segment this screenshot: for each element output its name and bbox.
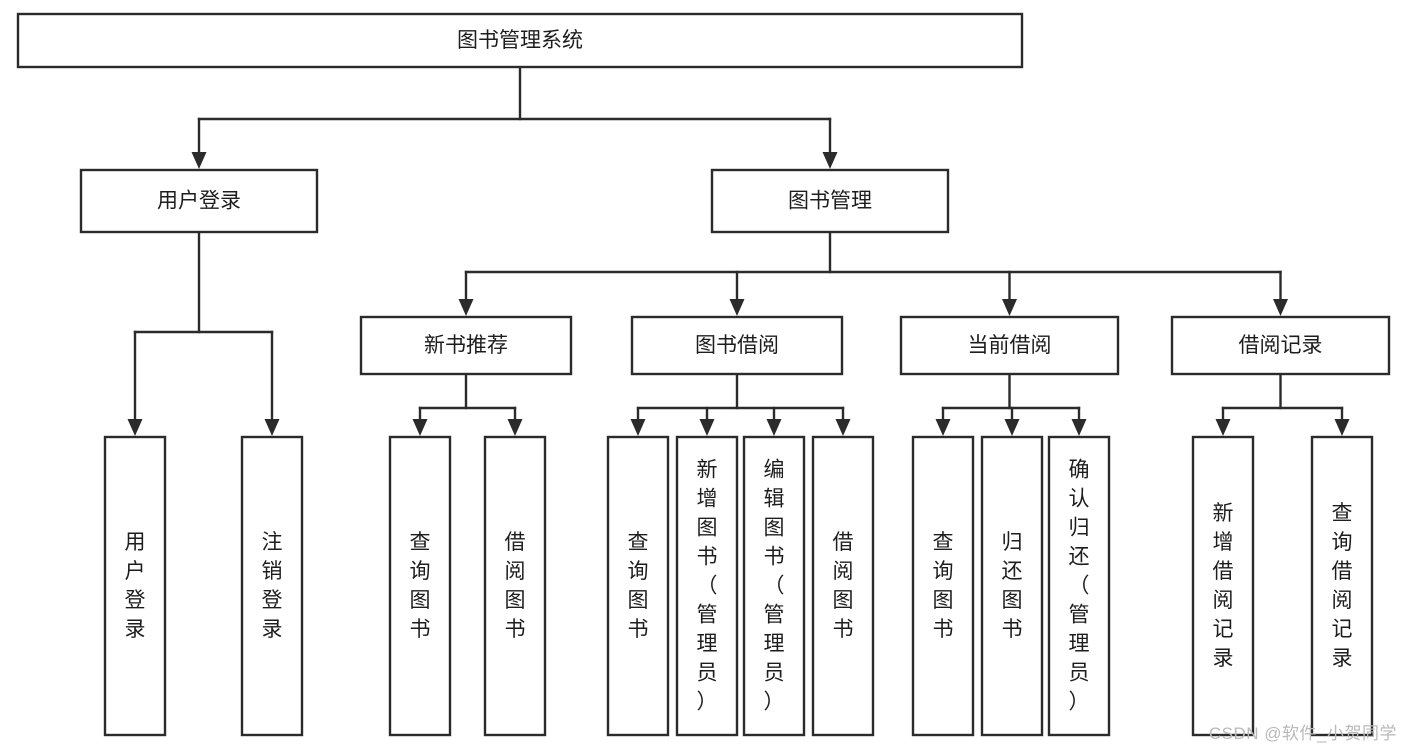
arrow-head-icon [729, 299, 745, 316]
leaf-node-5-box[interactable] [675, 435, 739, 737]
leaf-node-12-box[interactable] [1310, 435, 1374, 737]
leaf-node-1-box[interactable] [240, 435, 304, 737]
level2-node-0-label: 用户登录 [157, 190, 241, 213]
level2-node-1-label: 图书管理 [788, 190, 872, 213]
arrow-head-icon [1004, 419, 1020, 436]
leaf-node-0[interactable]: 用户登录 [103, 435, 167, 737]
level3-node-2[interactable]: 当前借阅 [899, 315, 1120, 376]
leaf-node-8-label: 查询图书 [933, 531, 954, 641]
leaf-node-0-box[interactable] [103, 435, 167, 737]
level3-node-3-label: 借阅记录 [1239, 334, 1323, 357]
root-node-book-management-system-label: 图书管理系统 [457, 29, 583, 52]
leaf-node-4-box[interactable] [606, 435, 670, 737]
arrow-head-icon [935, 419, 951, 436]
leaf-node-11-label: 新增借阅记录 [1213, 502, 1234, 670]
level3-node-3-box[interactable] [1170, 315, 1391, 376]
leaf-node-10[interactable]: 确认归还（管理员） [1047, 435, 1111, 737]
leaf-node-7-label: 借阅图书 [833, 531, 854, 641]
leaf-node-4[interactable]: 查询图书 [606, 435, 670, 737]
leaf-node-5-label: 新增图书（管理员） [697, 458, 718, 713]
leaf-node-8[interactable]: 查询图书 [911, 435, 975, 737]
leaf-node-11[interactable]: 新增借阅记录 [1191, 435, 1255, 737]
leaf-node-2-label: 查询图书 [410, 531, 431, 641]
level3-node-0-label: 新书推荐 [424, 334, 508, 357]
arrow-head-icon [507, 419, 523, 436]
level2-node-1-box[interactable] [710, 168, 950, 234]
arrow-head-icon [1215, 419, 1231, 436]
leaf-node-4-label: 查询图书 [628, 531, 649, 641]
level3-node-2-box[interactable] [899, 315, 1120, 376]
leaf-node-12[interactable]: 查询借阅记录 [1310, 435, 1374, 737]
level3-node-2-label: 当前借阅 [968, 334, 1052, 357]
leaf-node-3-label: 借阅图书 [505, 531, 526, 641]
arrow-head-icon [264, 419, 280, 436]
leaf-node-0-label: 用户登录 [125, 531, 146, 641]
arrow-head-icon [1334, 419, 1350, 436]
level3-node-0[interactable]: 新书推荐 [359, 315, 573, 376]
root-node-book-management-system[interactable]: 图书管理系统 [16, 12, 1024, 69]
csdn-watermark: CSDN @软件_小贺同学 [1208, 724, 1397, 743]
leaf-node-1[interactable]: 注销登录 [240, 435, 304, 737]
arrow-head-icon [835, 419, 851, 436]
arrow-head-icon [630, 419, 646, 436]
connector-layer [127, 65, 1350, 436]
leaf-node-11-box[interactable] [1191, 435, 1255, 737]
root-node-book-management-system-box[interactable] [16, 12, 1024, 69]
leaf-node-9-box[interactable] [980, 435, 1044, 737]
level3-node-0-box[interactable] [359, 315, 573, 376]
level2-node-0[interactable]: 用户登录 [79, 168, 319, 234]
leaf-node-3[interactable]: 借阅图书 [483, 435, 547, 737]
leaf-node-6[interactable]: 编辑图书（管理员） [742, 435, 806, 737]
leaf-node-8-box[interactable] [911, 435, 975, 737]
arrow-head-icon [1071, 419, 1087, 436]
level3-node-1-label: 图书借阅 [695, 334, 779, 357]
arrow-head-icon [699, 419, 715, 436]
leaf-node-7[interactable]: 借阅图书 [811, 435, 875, 737]
leaf-node-7-box[interactable] [811, 435, 875, 737]
arrow-head-icon [412, 419, 428, 436]
leaf-node-3-box[interactable] [483, 435, 547, 737]
leaf-node-10-label: 确认归还（管理员） [1069, 458, 1090, 713]
arrow-head-icon [191, 152, 207, 169]
level3-node-1-box[interactable] [630, 315, 844, 376]
level2-node-0-box[interactable] [79, 168, 319, 234]
level2-node-1[interactable]: 图书管理 [710, 168, 950, 234]
leaf-node-9-label: 归还图书 [1002, 531, 1023, 641]
leaf-node-5[interactable]: 新增图书（管理员） [675, 435, 739, 737]
leaf-node-2[interactable]: 查询图书 [388, 435, 452, 737]
arrow-head-icon [1273, 299, 1288, 316]
level3-node-1[interactable]: 图书借阅 [630, 315, 844, 376]
leaf-node-9[interactable]: 归还图书 [980, 435, 1044, 737]
arrow-head-icon [127, 419, 143, 436]
leaf-node-1-label: 注销登录 [262, 531, 283, 641]
leaf-node-6-box[interactable] [742, 435, 806, 737]
arrow-head-icon [766, 419, 782, 436]
leaf-node-10-box[interactable] [1047, 435, 1111, 737]
leaf-node-12-label: 查询借阅记录 [1332, 502, 1353, 670]
arrow-head-icon [822, 152, 838, 169]
arrow-head-icon [458, 299, 474, 316]
node-layer: 图书管理系统用户登录图书管理新书推荐图书借阅当前借阅借阅记录用户登录注销登录查询… [16, 12, 1391, 737]
arrow-head-icon [1002, 299, 1017, 316]
leaf-node-2-box[interactable] [388, 435, 452, 737]
leaf-node-6-label: 编辑图书（管理员） [764, 458, 785, 713]
level3-node-3[interactable]: 借阅记录 [1170, 315, 1391, 376]
